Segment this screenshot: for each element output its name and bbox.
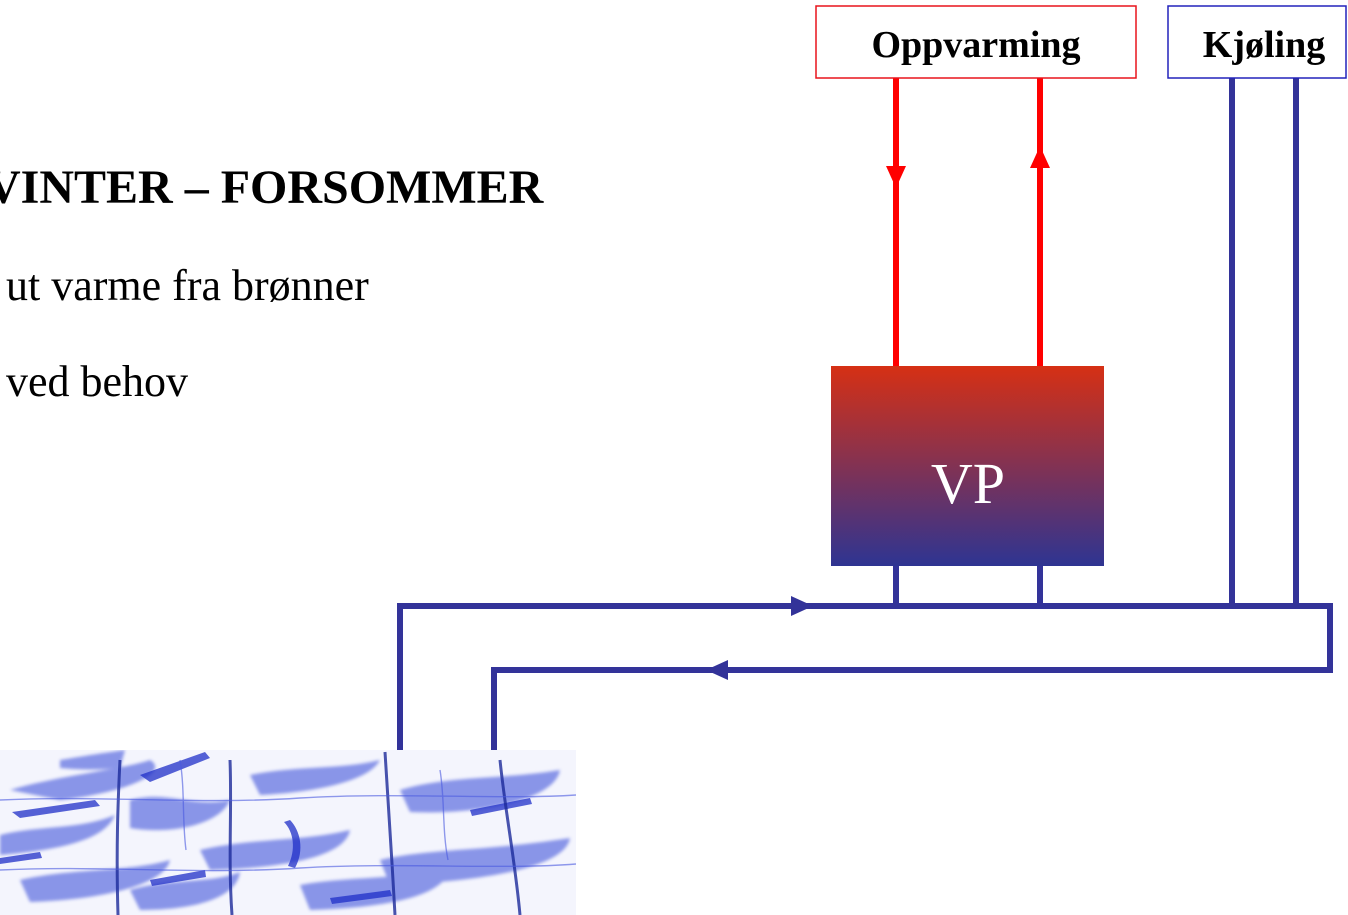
heating-arrow-up bbox=[1030, 146, 1050, 168]
heat-pump-label: VP bbox=[931, 451, 1005, 516]
heat-pump-ground-connections bbox=[893, 564, 1043, 606]
bullet-line-1: ut varme fra brønner bbox=[6, 261, 369, 310]
heating-arrow-down bbox=[886, 166, 906, 188]
cooling-box: Kjøling bbox=[1167, 5, 1347, 79]
bedrock-image bbox=[0, 750, 576, 915]
cooling-box-label: Kjøling bbox=[1203, 24, 1325, 66]
slide-title: VINTER – FORSOMMER bbox=[0, 161, 544, 214]
heating-box-label: Oppvarming bbox=[871, 24, 1080, 66]
heating-pipes bbox=[893, 78, 1043, 368]
heat-pump-box: VP bbox=[831, 366, 1104, 566]
cooling-pipes bbox=[1229, 78, 1299, 606]
flow-arrow-left bbox=[706, 660, 728, 680]
ground-loop-pipes bbox=[397, 603, 1333, 750]
bullet-line-2: ved behov bbox=[6, 357, 189, 406]
heating-box: Oppvarming bbox=[815, 5, 1137, 79]
flow-arrow-right bbox=[791, 596, 813, 616]
